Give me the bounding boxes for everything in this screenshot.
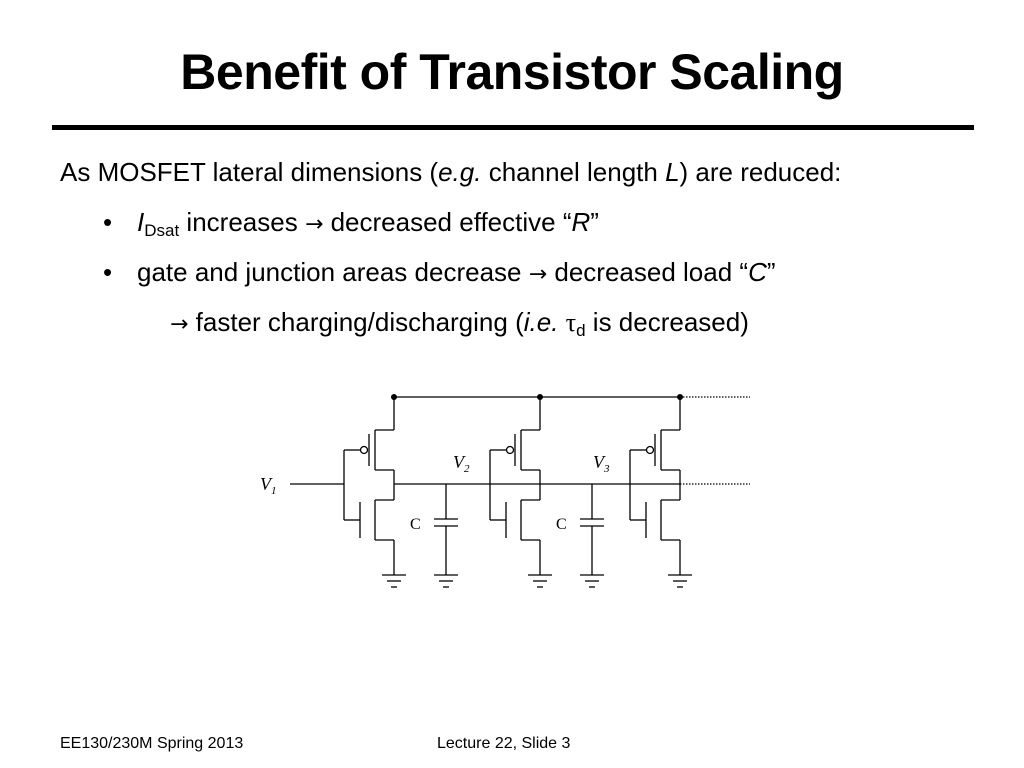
bullet1-close: ” [590, 207, 599, 237]
inverter-3 [629, 397, 750, 575]
title-underline [52, 125, 974, 130]
bullet1-text2: decreased effective “ [323, 207, 572, 237]
bullet2-text1: gate and junction areas decrease [137, 257, 529, 287]
intro-eg: e.g. [438, 157, 482, 187]
intro-line: As MOSFET lateral dimensions (e.g. chann… [60, 156, 841, 188]
right-arrow-icon: → [528, 262, 548, 287]
bullet-areas: • gate and junction areas decrease → decr… [103, 256, 776, 291]
bullet2-C: C [748, 257, 767, 287]
result-text2: is decreased) [585, 307, 749, 337]
intro-tail: ) are reduced: [679, 157, 842, 187]
right-arrow-icon: → [170, 312, 189, 337]
label-cap-1: C [410, 516, 421, 533]
bullet1-text1: increases [179, 207, 305, 237]
label-v1: V1 [260, 474, 277, 497]
result-ie: i.e. [523, 307, 559, 337]
slide-title: Benefit of Transistor Scaling [180, 44, 844, 100]
junction-dots [391, 394, 683, 400]
bullet-marker: • [103, 207, 113, 237]
bullet-marker: • [103, 257, 113, 287]
idsat-subscript: Dsat [144, 221, 180, 240]
right-arrow-icon: → [304, 212, 324, 237]
intro-L: L [665, 157, 680, 187]
bullet1-R: R [571, 207, 591, 237]
footer-slide-ref: Lecture 22, Slide 3 [437, 735, 571, 752]
tau-symbol: τ [565, 308, 577, 337]
label-v2: V2 [453, 452, 470, 475]
intro-lead: As MOSFET lateral dimensions ( [60, 157, 439, 187]
result-line: → faster charging/discharging (i.e. τd i… [170, 306, 749, 341]
label-cap-2: C [556, 516, 567, 533]
capacitor-1 [434, 484, 458, 575]
result-text1: faster charging/discharging ( [188, 307, 524, 337]
inverter-1 [290, 397, 540, 575]
tau-subscript: d [576, 321, 586, 340]
capacitor-2 [580, 484, 604, 575]
inverter-2 [489, 397, 680, 575]
label-v3: V3 [593, 452, 610, 475]
inverter-chain-diagram: V1 V2 V3 C C [260, 394, 750, 588]
bullet2-close: ” [766, 257, 776, 287]
ground-symbols [382, 574, 692, 588]
bullet2-text2: decreased load “ [547, 257, 749, 287]
idsat-symbol: I [137, 207, 145, 237]
intro-mid: channel length [481, 157, 666, 187]
footer-course: EE130/230M Spring 2013 [60, 735, 244, 752]
bullet-idsat: • IDsat increases → decreased effective “… [103, 206, 599, 241]
